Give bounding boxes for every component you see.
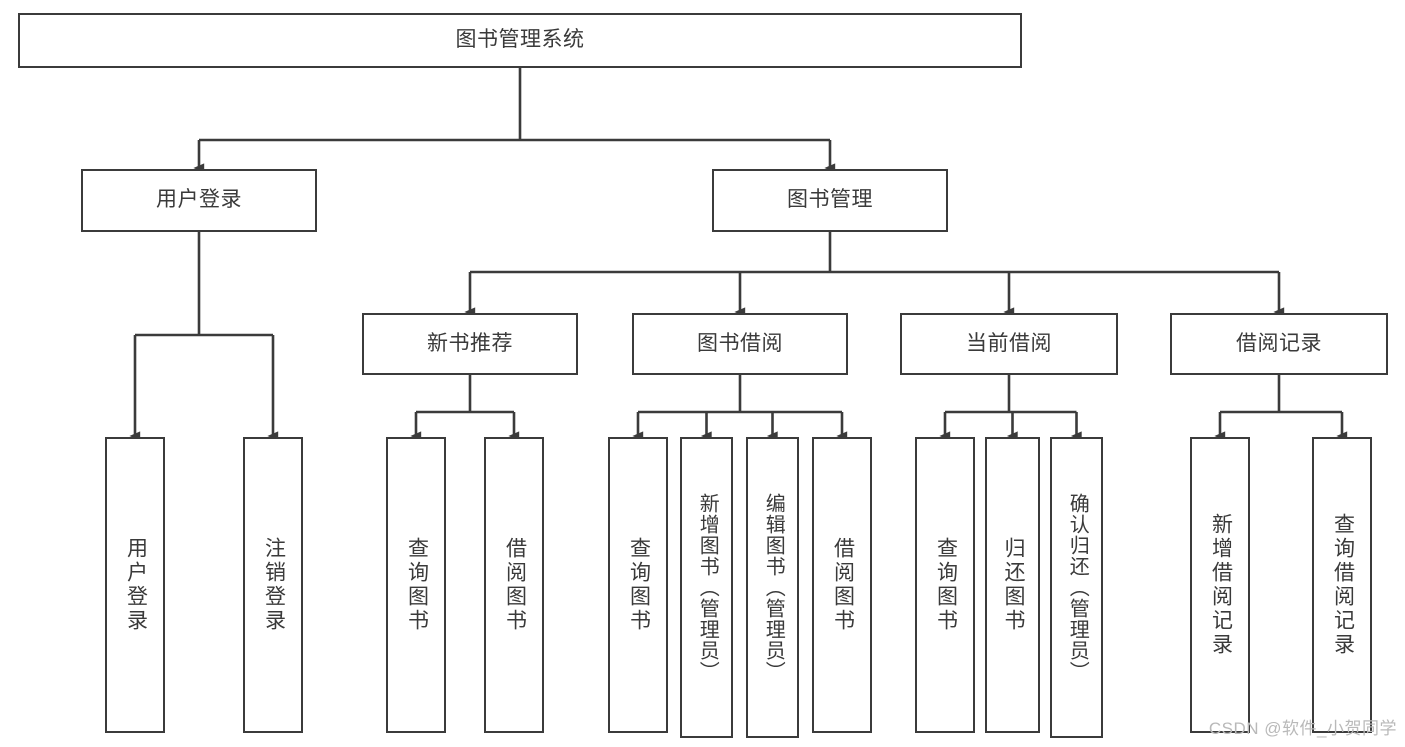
node-label: 借阅图书 <box>831 537 855 633</box>
node-label: 查询借阅记录 <box>1331 513 1355 657</box>
node-records[interactable]: 借阅记录 <box>1170 313 1388 375</box>
node-l-logout[interactable]: 注销登录 <box>243 437 303 733</box>
connector-lines <box>129 68 1348 441</box>
node-label: 新书推荐 <box>427 331 513 355</box>
node-l-login[interactable]: 用户登录 <box>105 437 165 733</box>
node-l-cu-confirm[interactable]: 确认归还（管理员） <box>1050 437 1103 738</box>
node-l-nb-query[interactable]: 查询图书 <box>386 437 446 733</box>
node-label: 编辑图书（管理员） <box>762 493 785 682</box>
node-newbook[interactable]: 新书推荐 <box>362 313 578 375</box>
node-label: 借阅记录 <box>1236 331 1322 355</box>
node-root[interactable]: 图书管理系统 <box>18 13 1022 68</box>
node-l-bo-add[interactable]: 新增图书（管理员） <box>680 437 733 738</box>
node-borrow[interactable]: 图书借阅 <box>632 313 848 375</box>
node-l-re-query[interactable]: 查询借阅记录 <box>1312 437 1372 733</box>
node-label: 用户登录 <box>124 537 148 633</box>
node-label: 查询图书 <box>405 537 429 633</box>
node-l-bo-query[interactable]: 查询图书 <box>608 437 668 733</box>
node-login[interactable]: 用户登录 <box>81 169 317 232</box>
node-l-cu-return[interactable]: 归还图书 <box>985 437 1040 733</box>
node-l-nb-borrow[interactable]: 借阅图书 <box>484 437 544 733</box>
node-label: 新增借阅记录 <box>1209 513 1233 657</box>
node-l-bo-edit[interactable]: 编辑图书（管理员） <box>746 437 799 738</box>
node-label: 图书管理系统 <box>455 28 585 52</box>
node-label: 查询图书 <box>627 537 651 633</box>
node-label: 归还图书 <box>1001 537 1025 633</box>
watermark-text: CSDN @软件_小贺同学 <box>1208 719 1397 738</box>
node-l-bo-borrow[interactable]: 借阅图书 <box>812 437 872 733</box>
node-label: 借阅图书 <box>503 537 527 633</box>
node-label: 确认归还（管理员） <box>1066 493 1089 682</box>
node-bookmgr[interactable]: 图书管理 <box>712 169 948 232</box>
node-l-cu-query[interactable]: 查询图书 <box>915 437 975 733</box>
node-label: 注销登录 <box>262 537 286 633</box>
node-label: 图书管理 <box>787 188 873 212</box>
node-l-re-add[interactable]: 新增借阅记录 <box>1190 437 1250 733</box>
node-label: 查询图书 <box>934 537 958 633</box>
node-label: 用户登录 <box>156 188 242 212</box>
node-label: 图书借阅 <box>697 331 783 355</box>
node-label: 当前借阅 <box>966 331 1052 355</box>
node-label: 新增图书（管理员） <box>696 493 719 682</box>
node-current[interactable]: 当前借阅 <box>900 313 1118 375</box>
